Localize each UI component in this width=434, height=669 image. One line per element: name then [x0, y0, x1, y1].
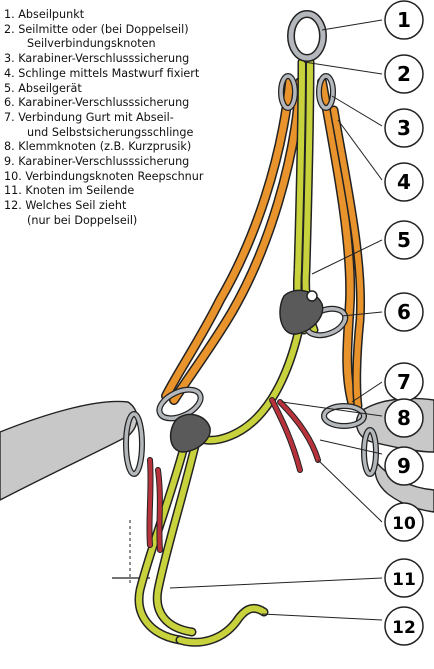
callout-3: 3 — [385, 109, 423, 147]
callout-10: 10 — [385, 503, 423, 541]
orange-slings — [166, 80, 361, 406]
callout-8: 8 — [385, 399, 423, 437]
callout-4: 4 — [385, 163, 423, 201]
callout-12-label: 12 — [392, 618, 416, 638]
callout-11-label: 11 — [392, 570, 416, 590]
callout-8-label: 8 — [397, 406, 411, 430]
callout-6-label: 6 — [397, 300, 411, 324]
callout-7-label: 7 — [397, 370, 411, 394]
callout-3-label: 3 — [397, 116, 411, 140]
callout-10-label: 10 — [392, 514, 416, 534]
callout-2-label: 2 — [397, 62, 411, 86]
callout-2: 2 — [385, 55, 423, 93]
callout-4-label: 4 — [397, 170, 411, 194]
callout-9-label: 9 — [397, 454, 411, 478]
callout-7: 7 — [385, 363, 423, 401]
leg-silhouettes — [0, 399, 434, 513]
callout-5: 5 — [385, 221, 423, 259]
callout-1-label: 1 — [397, 8, 411, 32]
callout-12: 12 — [385, 607, 423, 645]
callout-1: 1 — [385, 1, 423, 39]
callout-9: 9 — [385, 447, 423, 485]
callout-11: 11 — [385, 559, 423, 597]
callout-6: 6 — [385, 293, 423, 331]
callout-5-label: 5 — [397, 228, 411, 252]
